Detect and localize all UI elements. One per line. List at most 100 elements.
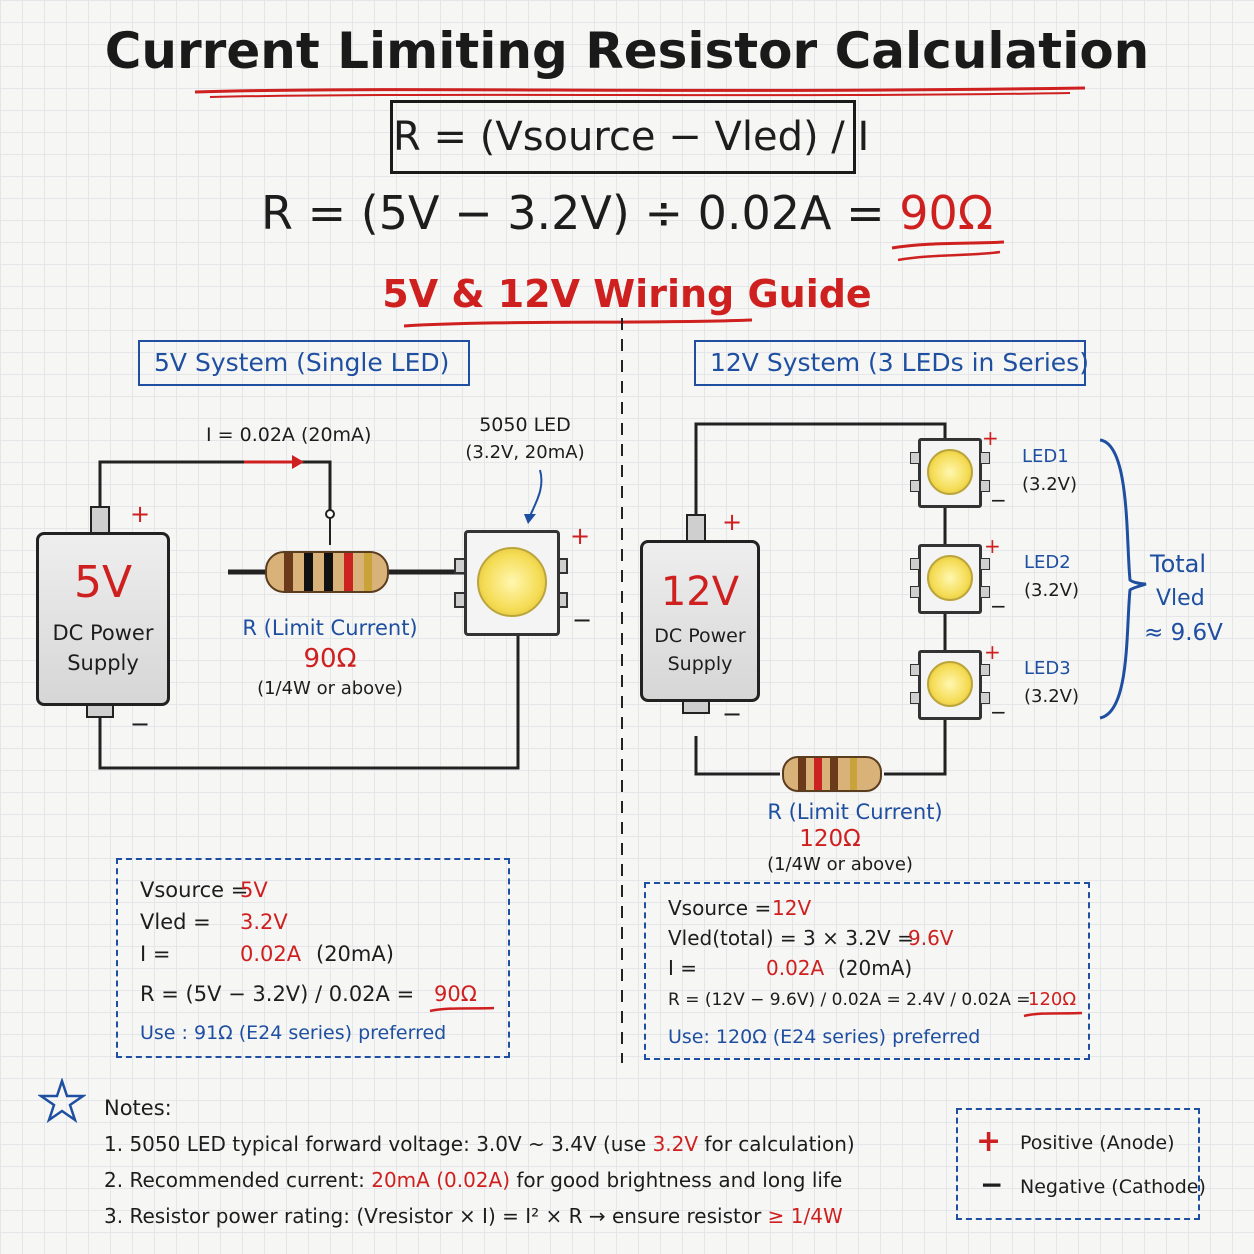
title-underline — [194, 86, 1086, 98]
led1-pad — [910, 480, 920, 492]
power-supply-5v: 5V DC Power Supply — [36, 532, 170, 706]
supply-5v-text-1: DC Power — [52, 621, 154, 645]
led2-minus: − — [990, 594, 1007, 618]
led2-voltage: (3.2V) — [1024, 580, 1079, 601]
calc-5v-vled-value: 3.2V — [240, 910, 288, 934]
calc-12v-r-underline — [1023, 1011, 1083, 1018]
led-5050-spec: (3.2V, 20mA) — [465, 442, 585, 463]
led-5v-minus: − — [572, 606, 593, 634]
led-5050-single — [464, 530, 560, 636]
calc-12v-vsource-label: Vsource = — [668, 896, 772, 920]
legend-box: + Positive (Anode) − Negative (Cathode) — [956, 1108, 1206, 1220]
note-3-text-a: 3. Resistor power rating: (Vresistor × I… — [104, 1204, 768, 1228]
led3-name: LED3 — [1024, 658, 1071, 679]
calc-12v-r-value: 120Ω — [1028, 989, 1077, 1010]
calc-12v-r-formula: R = (12V − 9.6V) / 0.02A = 2.4V / 0.02A … — [668, 990, 1031, 1010]
note-1-highlight: 3.2V — [652, 1132, 699, 1156]
led2-plus: + — [984, 534, 1001, 558]
resistor-12v-label: R (Limit Current) — [767, 800, 943, 824]
supply-5v-minus: − — [130, 710, 151, 738]
calc-5v-vled-label: Vled = — [140, 910, 211, 934]
led-5050-label: 5050 LED — [479, 414, 571, 436]
supply-12v-minus: − — [722, 700, 743, 728]
led2-lens — [927, 555, 973, 601]
led1-name: LED1 — [1022, 446, 1069, 467]
resistor-5v-power: (1/4W or above) — [257, 678, 403, 699]
circuit-12v-wiring — [694, 422, 1147, 776]
led3-lens — [927, 661, 973, 707]
led3-voltage: (3.2V) — [1024, 686, 1079, 707]
star-icon — [38, 1078, 86, 1124]
supply-12v-text-1: DC Power — [654, 625, 746, 647]
supply-5v-plus: + — [130, 500, 151, 528]
led3-plus: + — [984, 640, 1001, 664]
led3-pad — [980, 692, 990, 704]
supply-5v-terminal-positive — [90, 506, 110, 534]
calc-5v-i-label: I = — [140, 942, 171, 966]
note-3-highlight: ≥ 1/4W — [767, 1204, 843, 1228]
result-underline — [891, 240, 1005, 262]
legend-minus-text: Negative (Cathode) — [1020, 1176, 1206, 1198]
note-2-highlight: 20mA (0.02A) — [371, 1168, 511, 1192]
worked-formula: R = (5V − 3.2V) ÷ 0.02A = 90Ω — [0, 186, 1254, 240]
led1-pad — [980, 452, 990, 464]
supply-12v-voltage: 12V — [660, 569, 740, 615]
notes-heading: Notes: — [104, 1096, 172, 1120]
total-vled-label-1: Total — [1150, 550, 1207, 578]
general-formula: R = (Vsource − Vled) / I — [390, 100, 869, 174]
supply-5v-text-2: Supply — [67, 651, 139, 675]
subtitle-underline — [403, 318, 753, 328]
led3-pad — [910, 664, 920, 676]
note-1-text-a: 1. 5050 LED typical forward voltage: 3.0… — [104, 1132, 653, 1156]
led1-plus: + — [982, 426, 999, 450]
supply-12v-text-2: Supply — [667, 653, 733, 675]
calc-5v-vsource-value: 5V — [240, 878, 268, 902]
supply-5v-voltage: 5V — [73, 557, 133, 608]
led1-voltage: (3.2V) — [1022, 474, 1077, 495]
current-label: I = 0.02A (20mA) — [206, 424, 372, 446]
power-supply-12v: 12V DC Power Supply — [640, 540, 760, 702]
resistor-120-ohm — [782, 756, 882, 792]
led1-body — [918, 438, 982, 508]
worked-formula-result: 90Ω — [899, 186, 993, 240]
supply-12v-terminal-negative — [682, 700, 710, 714]
calc-12v-vsource-value: 12V — [772, 896, 812, 920]
calc-box-12v: Vsource = 12V Vled(total) = 3 × 3.2V = 9… — [644, 882, 1090, 1060]
note-1: 1. 5050 LED typical forward voltage: 3.0… — [104, 1132, 855, 1156]
calc-5v-r-value: 90Ω — [434, 982, 477, 1006]
system-12v-label: 12V System (3 LEDs in Series) — [694, 340, 1089, 386]
led1-minus: − — [990, 488, 1007, 512]
resistor-5v-label: R (Limit Current) — [242, 616, 418, 640]
calc-box-5v: Vsource = 5V Vled = 3.2V I = 0.02A (20mA… — [116, 858, 510, 1058]
note-2: 2. Recommended current: 20mA (0.02A) for… — [104, 1168, 842, 1192]
total-vled-label-2: Vled — [1156, 586, 1205, 611]
circuit-5v-wiring — [98, 455, 543, 770]
note-2-text-a: 2. Recommended current: — [104, 1168, 372, 1192]
calc-12v-vled-label: Vled(total) = 3 × 3.2V = — [668, 926, 914, 950]
resistor-12v-power: (1/4W or above) — [767, 854, 913, 875]
calc-5v-vsource-label: Vsource = — [140, 878, 249, 902]
led1-pad — [910, 452, 920, 464]
led3-pad — [980, 664, 990, 676]
led1-pad — [980, 480, 990, 492]
calc-12v-i-label: I = — [668, 956, 698, 980]
calc-5v-i-extra: (20mA) — [316, 942, 394, 966]
led2-body — [918, 544, 982, 614]
calc-5v-r-formula: R = (5V − 3.2V) / 0.02A = — [140, 982, 415, 1006]
wiring-guide-subtitle: 5V & 12V Wiring Guide — [382, 272, 872, 316]
calc-5v-use: Use : 91Ω (E24 series) preferred — [140, 1022, 447, 1044]
legend-plus-icon: + — [976, 1124, 1002, 1159]
center-divider — [621, 318, 623, 1063]
calc-12v-i-extra: (20mA) — [838, 956, 913, 980]
led3-body — [918, 650, 982, 720]
note-3: 3. Resistor power rating: (Vresistor × I… — [104, 1204, 843, 1228]
supply-5v-terminal-negative — [86, 704, 114, 718]
calc-5v-r-underline — [429, 1006, 495, 1013]
total-vled-value: ≈ 9.6V — [1144, 620, 1223, 646]
supply-12v-plus: + — [722, 508, 743, 536]
led-5v-plus: + — [570, 522, 591, 550]
led2-pad — [910, 558, 920, 570]
led-5v-lens — [477, 547, 547, 617]
legend-minus-icon: − — [980, 1168, 1004, 1201]
